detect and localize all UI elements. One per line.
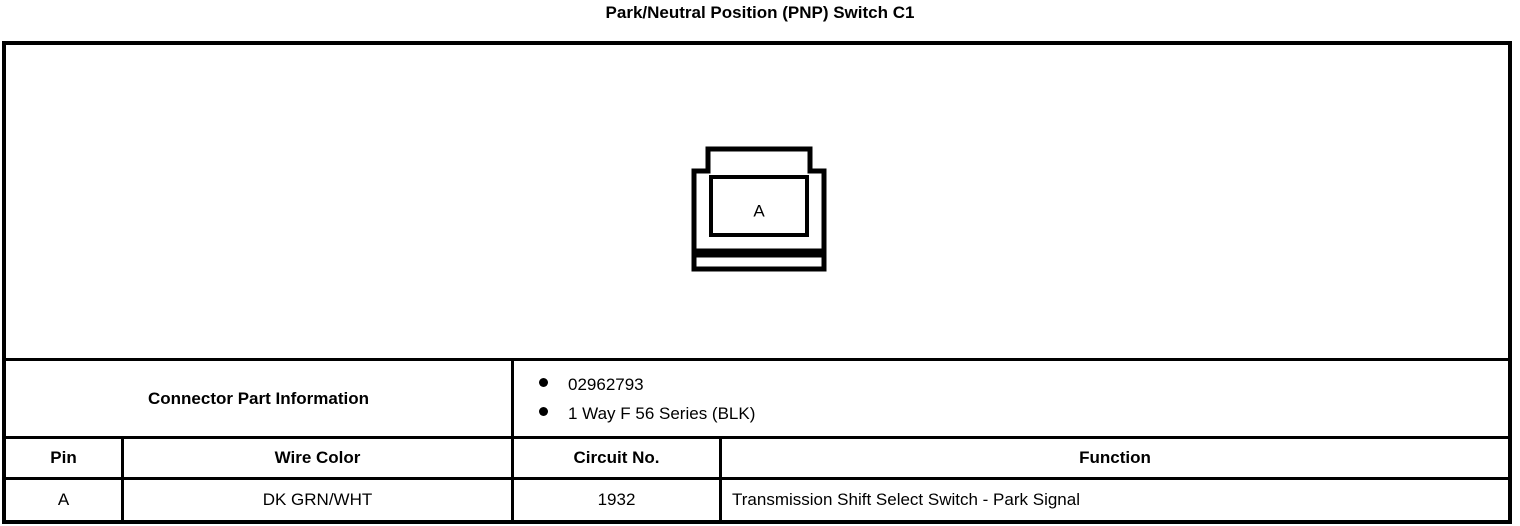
column-header-pin: Pin — [6, 439, 124, 477]
connector-part-information-row: Connector Part Information 02962793 1 Wa… — [6, 358, 1508, 436]
connector-part-information-label: Connector Part Information — [147, 388, 369, 408]
pin-table: Pin Wire Color Circuit No. Function A DK… — [6, 436, 1508, 520]
connector-part-number: 02962793 — [568, 375, 644, 394]
connector-base-bar — [691, 252, 827, 272]
page-title: Park/Neutral Position (PNP) Switch C1 — [605, 3, 915, 22]
connector-part-information-values-cell: 02962793 1 Way F 56 Series (BLK) — [514, 361, 1508, 436]
cavity-label-a: A — [753, 201, 765, 220]
column-header-circuit-no: Circuit No. — [514, 439, 722, 477]
connector-cavity-box — [709, 175, 809, 237]
connector-illustration-area: A — [6, 45, 1508, 358]
bullet-dot-icon — [539, 378, 548, 387]
cell-wire-color: DK GRN/WHT — [124, 480, 514, 520]
pin-table-header-row: Pin Wire Color Circuit No. Function — [6, 436, 1508, 477]
connector-face-drawing: A — [686, 139, 832, 273]
cell-pin: A — [6, 480, 124, 520]
connector-face-icon: A — [691, 146, 827, 272]
connector-part-bullet-item: 02962793 — [539, 370, 1508, 399]
cell-function: Transmission Shift Select Switch - Park … — [732, 490, 1080, 509]
connector-part-information-label-cell: Connector Part Information — [6, 361, 514, 436]
table-row: A DK GRN/WHT 1932 Transmission Shift Sel… — [6, 477, 1508, 520]
column-header-function: Function — [1079, 448, 1151, 467]
cell-circuit-no: 1932 — [514, 480, 722, 520]
connector-part-bullet-item: 1 Way F 56 Series (BLK) — [539, 399, 1508, 428]
connector-figure-frame: A Connector Part Information 02962793 1 … — [2, 41, 1512, 524]
column-header-wire-color: Wire Color — [124, 439, 514, 477]
bullet-dot-icon — [539, 407, 548, 416]
connector-part-description: 1 Way F 56 Series (BLK) — [568, 404, 756, 423]
